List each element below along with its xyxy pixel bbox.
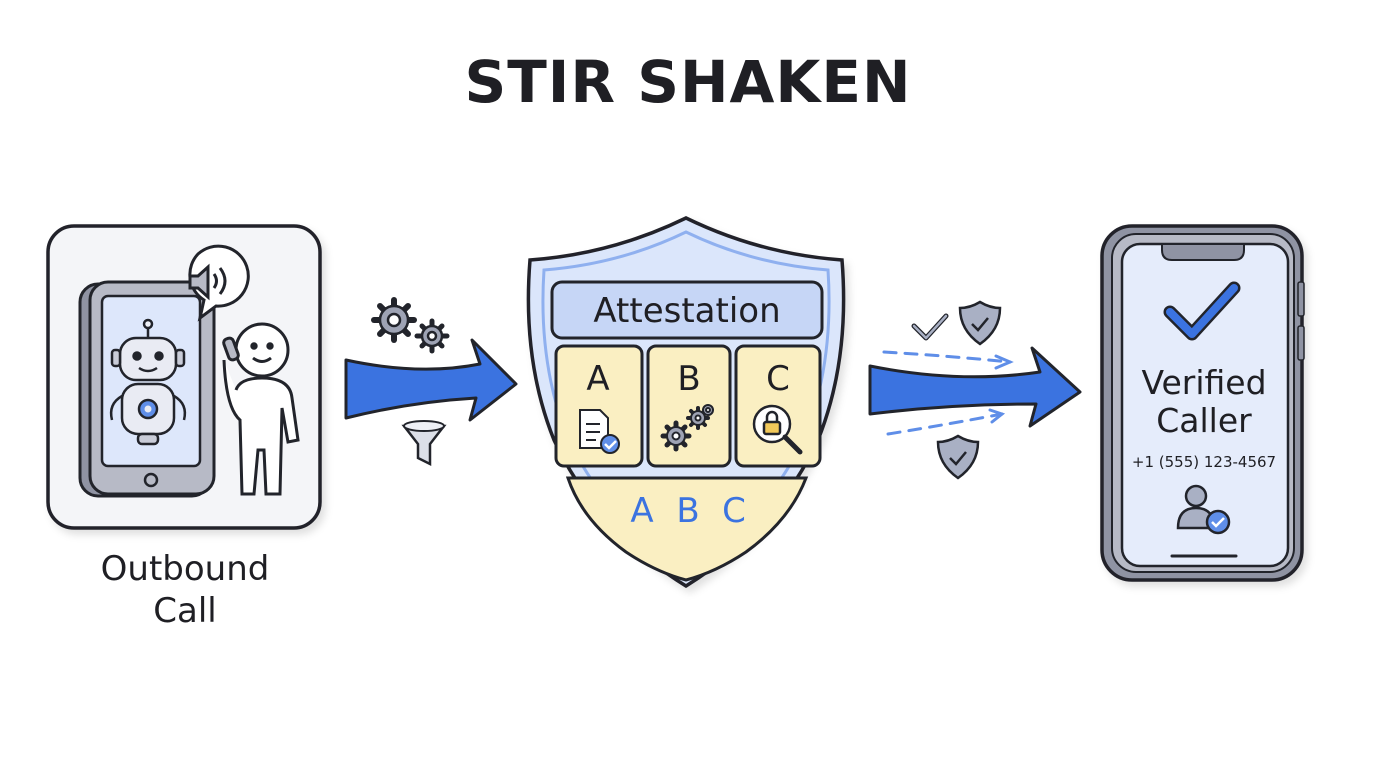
shield-header: Attestation (593, 291, 780, 331)
level-b-box: B (646, 344, 732, 468)
outbound-call-panel (46, 224, 322, 530)
phone-status-line2: Caller (1156, 401, 1252, 440)
filter-funnel-icon (401, 420, 447, 467)
document-check-icon (579, 409, 620, 454)
gears-icon (660, 404, 714, 452)
check-mark-icon (911, 313, 949, 341)
caller-number: +1 (555) 123-4567 (1132, 453, 1276, 471)
level-a-label: A (586, 359, 609, 399)
outbound-label-line1: Outbound (100, 549, 270, 589)
level-b-label: B (677, 359, 700, 399)
robot-icon (109, 318, 187, 446)
attestation-shield: Attestation A B (526, 216, 846, 589)
bottom-level-b: B (676, 491, 699, 531)
page-title: STIR SHAKEN (464, 48, 912, 116)
bottom-level-c: C (722, 491, 746, 531)
shield-check-icon-bottom (936, 434, 980, 480)
level-c-label: C (766, 359, 790, 399)
dashed-signal-lines (882, 350, 1014, 436)
process-gears-icon (371, 297, 450, 354)
person-icon (222, 322, 300, 496)
phone-status-line1: Verified (1141, 363, 1266, 402)
outbound-label-line2: Call (153, 591, 217, 631)
outbound-call-label: Outbound Call (60, 548, 310, 632)
flow-arrow-right (868, 346, 1082, 428)
verified-phone: Verified Caller +1 (555) 123-4567 (1100, 224, 1305, 582)
level-a-box: A (554, 344, 644, 468)
lock-magnifier-icon (752, 404, 803, 455)
flow-arrow-left (344, 338, 518, 422)
bottom-level-a: A (630, 491, 653, 531)
user-verified-icon (1176, 484, 1231, 535)
speaker-bubble-icon (188, 244, 250, 322)
shield-check-icon-top (958, 300, 1002, 346)
level-c-box: C (734, 344, 822, 468)
